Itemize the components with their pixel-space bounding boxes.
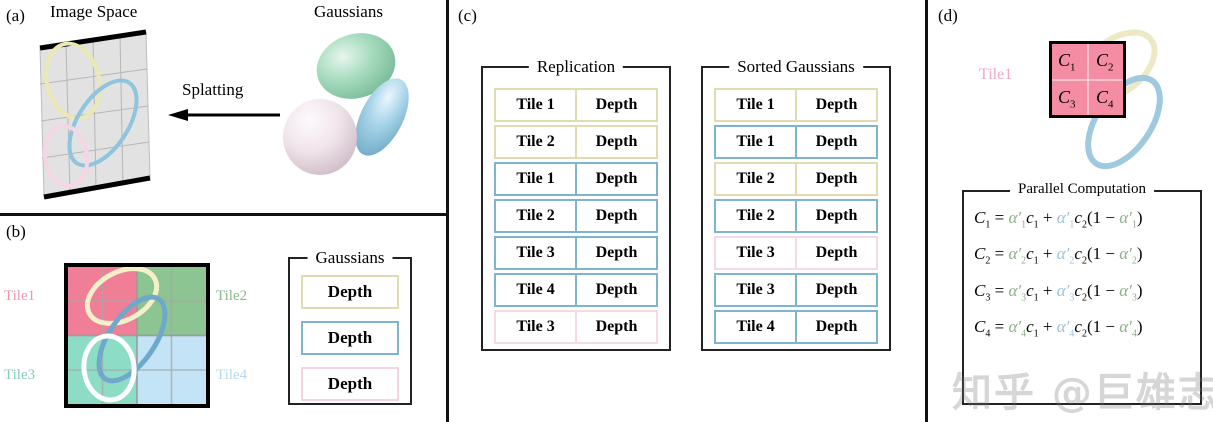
table-row: Tile 3 Depth — [714, 236, 878, 270]
equation-row: C3 = α′3c1 + α′3c2(1 − α′3) — [974, 280, 1143, 304]
cell-depth: Depth — [815, 281, 858, 298]
tile-grid — [64, 263, 210, 408]
image-plane — [28, 26, 168, 201]
table-row: Tile 1 Depth — [714, 125, 878, 159]
cell-tile: Tile 1 — [716, 90, 797, 120]
cell-tile: Tile 1 — [716, 127, 797, 157]
table-row: Tile 2 Depth — [714, 162, 878, 196]
legend-depth-row: Depth — [301, 275, 399, 309]
tile-quadrant-2 — [137, 267, 206, 336]
cell-label-c2: C2 — [1096, 50, 1114, 74]
green-gaussian-blob — [316, 33, 396, 99]
table-row: Tile 2 Depth — [494, 199, 658, 233]
table-row: Tile 1 Depth — [494, 88, 658, 122]
table-row: Tile 3 Depth — [494, 236, 658, 270]
legend-depth-row: Depth — [301, 321, 399, 355]
gaussian-blobs — [272, 22, 422, 197]
table-row: Tile 3 Depth — [714, 273, 878, 307]
cell-depth: Depth — [595, 318, 638, 335]
divider-right-vertical — [925, 0, 928, 422]
table-row: Tile 2 Depth — [494, 125, 658, 159]
tile1-label-d: Tile1 — [979, 66, 1013, 83]
sorted-gaussians-table: Sorted Gaussians Tile 1 Depth Tile 1 Dep… — [701, 57, 891, 351]
tile1-grid-vertical — [1086, 44, 1089, 115]
cell-depth: Depth — [815, 244, 858, 261]
watermark: 知乎 @巨雄志 — [952, 370, 1213, 416]
tile-quadrant-3 — [68, 335, 137, 404]
divider-left-vertical — [446, 0, 449, 422]
cell-tile: Tile 3 — [496, 312, 577, 342]
equation-row: C2 = α′2c1 + α′2c2(1 − α′2) — [974, 244, 1143, 267]
cell-tile: Tile 1 — [496, 164, 577, 194]
tile-label-2: Tile2 — [216, 288, 248, 304]
cell-depth: Depth — [815, 133, 858, 150]
cell-tile: Tile 3 — [716, 275, 797, 305]
blue-ellipse-projection — [67, 78, 139, 168]
sorted-gaussians-rows: Tile 1 Depth Tile 1 Depth Tile 2 Depth T… — [714, 88, 878, 344]
equation-list: C1 = α′1c1 + α′1c2(1 − α′1) C2 = α′2c1 +… — [974, 208, 1194, 340]
cell-depth: Depth — [815, 96, 858, 113]
blue-gaussian-blob — [355, 78, 409, 156]
gaussians-legend-title: Gaussians — [307, 248, 393, 268]
splatting-arrow — [168, 108, 280, 122]
legend-depth-row: Depth — [301, 367, 399, 401]
table-row: Tile 1 Depth — [714, 88, 878, 122]
tile1-square — [1049, 41, 1126, 118]
tile-label-3: Tile3 — [4, 367, 36, 383]
tile1-grid-horizontal — [1052, 78, 1123, 81]
cell-tile: Tile 2 — [496, 201, 577, 231]
pink-gaussian-blob — [283, 99, 357, 175]
parallel-computation-box: Parallel Computation C1 = α′1c1 + α′1c2(… — [962, 181, 1202, 405]
panel-label-c: (c) — [458, 6, 477, 25]
tile-label-1: Tile1 — [4, 288, 36, 304]
cell-depth: Depth — [595, 244, 638, 261]
cell-tile: Tile 3 — [716, 238, 797, 268]
cell-tile: Tile 2 — [716, 201, 797, 231]
plane-edge-bottom — [43, 175, 151, 200]
cell-depth: Depth — [815, 318, 858, 335]
tile-quadrant-4 — [137, 335, 206, 404]
cell-depth: Depth — [815, 170, 858, 187]
cell-depth: Depth — [595, 133, 638, 150]
cell-tile: Tile 3 — [496, 238, 577, 268]
sorted-gaussians-title: Sorted Gaussians — [729, 57, 863, 77]
splatting-label: Splatting — [182, 80, 244, 99]
cell-tile: Tile 2 — [716, 164, 797, 194]
table-row: Tile 3 Depth — [494, 310, 658, 344]
table-row: Tile 4 Depth — [714, 310, 878, 344]
cell-depth: Depth — [595, 207, 638, 224]
gaussians-title-a: Gaussians — [314, 2, 383, 21]
table-row: Tile 2 Depth — [714, 199, 878, 233]
cell-tile: Tile 4 — [716, 312, 797, 342]
cell-label-c3: C3 — [1058, 87, 1076, 111]
table-row: Tile 1 Depth — [494, 162, 658, 196]
cell-depth: Depth — [815, 207, 858, 224]
panel-label-d: (d) — [938, 6, 958, 25]
yellow-ellipse-projection — [44, 41, 102, 121]
tile-quadrant-1 — [68, 267, 137, 336]
image-space-title: Image Space — [50, 2, 138, 21]
equation-row: C4 = α′4c1 + α′4c2(1 − α′4) — [974, 317, 1143, 340]
cell-tile: Tile 4 — [496, 275, 577, 305]
gaussians-legend-box: Gaussians Depth Depth Depth — [288, 248, 412, 405]
divider-horizontal-a-b — [0, 213, 446, 216]
replication-table: Replication Tile 1 Depth Tile 2 Depth Ti… — [481, 57, 671, 351]
cell-depth: Depth — [595, 96, 638, 113]
cell-tile: Tile 2 — [496, 127, 577, 157]
table-row: Tile 4 Depth — [494, 273, 658, 307]
cell-label-c1: C1 — [1058, 50, 1076, 74]
replication-rows: Tile 1 Depth Tile 2 Depth Tile 1 Depth T… — [494, 88, 658, 344]
cell-label-c4: C4 — [1096, 87, 1114, 111]
cell-tile: Tile 1 — [496, 90, 577, 120]
cell-depth: Depth — [595, 281, 638, 298]
pink-ellipse-projection — [42, 124, 90, 188]
tile-label-4: Tile4 — [216, 367, 248, 383]
gaussians-legend-rows: Depth Depth Depth — [301, 275, 399, 401]
panel-label-a: (a) — [6, 6, 25, 25]
equation-row: C1 = α′1c1 + α′1c2(1 − α′1) — [974, 208, 1143, 231]
panel-label-b: (b) — [6, 222, 26, 241]
replication-title: Replication — [528, 57, 624, 77]
parallel-computation-title: Parallel Computation — [1010, 181, 1154, 198]
cell-depth: Depth — [595, 170, 638, 187]
